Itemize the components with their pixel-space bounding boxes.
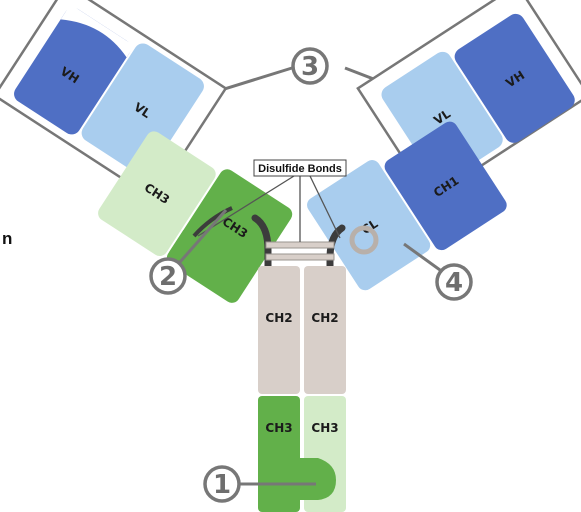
left-ch2-domain <box>258 266 300 394</box>
callout-1: 1 <box>203 465 316 503</box>
right-ch1-domain <box>384 121 507 251</box>
right-arm: VL VH <box>356 0 581 201</box>
disulfide-bond-bars <box>265 241 335 261</box>
callout-4: 4 <box>403 242 473 301</box>
left-ch3-bottom-label: CH3 <box>265 421 292 435</box>
left-vh-domain <box>14 7 131 135</box>
callout-3: 3 <box>291 47 329 85</box>
bottom-knob <box>296 458 336 500</box>
right-cl-domain <box>307 160 431 291</box>
left-linker <box>251 214 272 274</box>
right-vh-domain <box>454 13 575 143</box>
callout-3-number: 3 <box>301 52 319 82</box>
callout-4-number: 4 <box>445 268 463 298</box>
right-ch3-bottom-label: CH3 <box>311 421 338 435</box>
left-vl-domain <box>81 43 204 176</box>
left-inner-linker <box>192 206 233 238</box>
disulfide-label-box <box>253 159 347 177</box>
left-vh-cap <box>60 4 135 58</box>
right-linker-loop <box>349 225 379 255</box>
callout-2: 2 <box>149 209 228 295</box>
fc-stem: CH2 CH2 CH3 CH3 <box>258 266 346 512</box>
left-ch3-bottom-domain <box>258 396 300 512</box>
callout-1-number: 1 <box>213 470 231 500</box>
left-ch2-label: CH2 <box>265 311 292 325</box>
right-vl-domain <box>381 51 503 183</box>
right-ch2-label: CH2 <box>311 311 338 325</box>
left-ch3-light-domain <box>98 131 216 257</box>
disulfide-bonds-label: Disulfide Bonds <box>258 163 342 175</box>
right-ch2-domain <box>304 266 346 394</box>
edge-text-fragment: n <box>2 229 12 248</box>
disulfide-pointer-lines <box>197 174 341 242</box>
callout-2-number: 2 <box>159 262 177 292</box>
